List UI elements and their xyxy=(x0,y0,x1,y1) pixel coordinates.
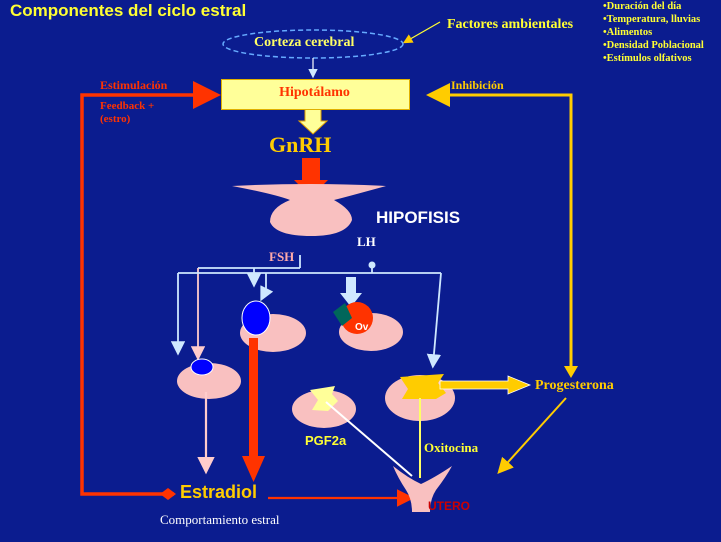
environmental-factor-item: •Estímulos olfativos xyxy=(603,53,692,64)
page-title: Componentes del ciclo estral xyxy=(10,1,247,20)
uterus-label: UTERO xyxy=(428,499,470,513)
environmental-factor-item: •Duración del día xyxy=(603,1,682,12)
uterus xyxy=(393,466,452,512)
lh-junction-dot xyxy=(368,261,376,269)
hypothalamus-output-arrow xyxy=(297,108,329,135)
inhibition-loop-line xyxy=(426,83,573,372)
pituitary-label: HIPOFISIS xyxy=(376,208,461,227)
env-arrow xyxy=(402,21,441,44)
cortex-label: Corteza cerebral xyxy=(254,35,355,50)
oxytocin-label: Oxitocina xyxy=(424,440,479,455)
environmental-factor-item: •Temperatura, lluvias xyxy=(603,14,701,25)
environmental-factors-label: Factores ambientales xyxy=(447,17,574,32)
gnrh-label: GnRH xyxy=(269,132,332,157)
feedback-label: Feedback + (estro) xyxy=(100,100,155,125)
stimulation-loop-line xyxy=(80,81,221,496)
large-follicle xyxy=(241,300,271,336)
corpus-luteum xyxy=(400,374,446,399)
pgf2a-label: PGF2a xyxy=(305,433,347,448)
lh-label: LH xyxy=(357,234,376,249)
stimulation-loop-start xyxy=(160,488,176,500)
progesterone-label: Progesterona xyxy=(535,378,614,393)
fsh-label: FSH xyxy=(269,249,295,264)
large-follicle-estradiol-arrow xyxy=(242,338,265,482)
inhibition-label: Inhibición xyxy=(451,78,504,92)
stimulation-label: Estimulación xyxy=(100,78,168,92)
pituitary-gland xyxy=(232,184,386,236)
inhibition-loop-tip xyxy=(564,366,578,378)
ovulation-release xyxy=(333,303,352,326)
small-follicle xyxy=(190,358,214,376)
progesterone-to-uterus-arrow xyxy=(497,397,567,474)
environmental-factor-item: •Densidad Poblacional xyxy=(603,40,704,51)
environmental-factor-item: •Alimentos xyxy=(603,27,653,38)
regressing-corpus-luteum xyxy=(310,386,338,411)
estrous-behavior-label: Comportamiento estral xyxy=(160,512,280,527)
hypothalamus-label: Hipotálamo xyxy=(279,85,350,100)
ovulating-follicle xyxy=(341,302,373,334)
hormone-distribution-lines xyxy=(170,255,442,369)
ovulation-label: Ov xyxy=(355,322,369,333)
estradiol-label: Estradiol xyxy=(180,482,258,502)
pgf2a-line xyxy=(325,401,413,477)
environmental-factors-list: •Duración del día •Temperatura, lluvias … xyxy=(603,0,704,65)
lh-ovulation-arrow xyxy=(340,277,362,307)
progesterone-arrow xyxy=(439,375,532,395)
hypothalamus-box xyxy=(221,79,410,110)
